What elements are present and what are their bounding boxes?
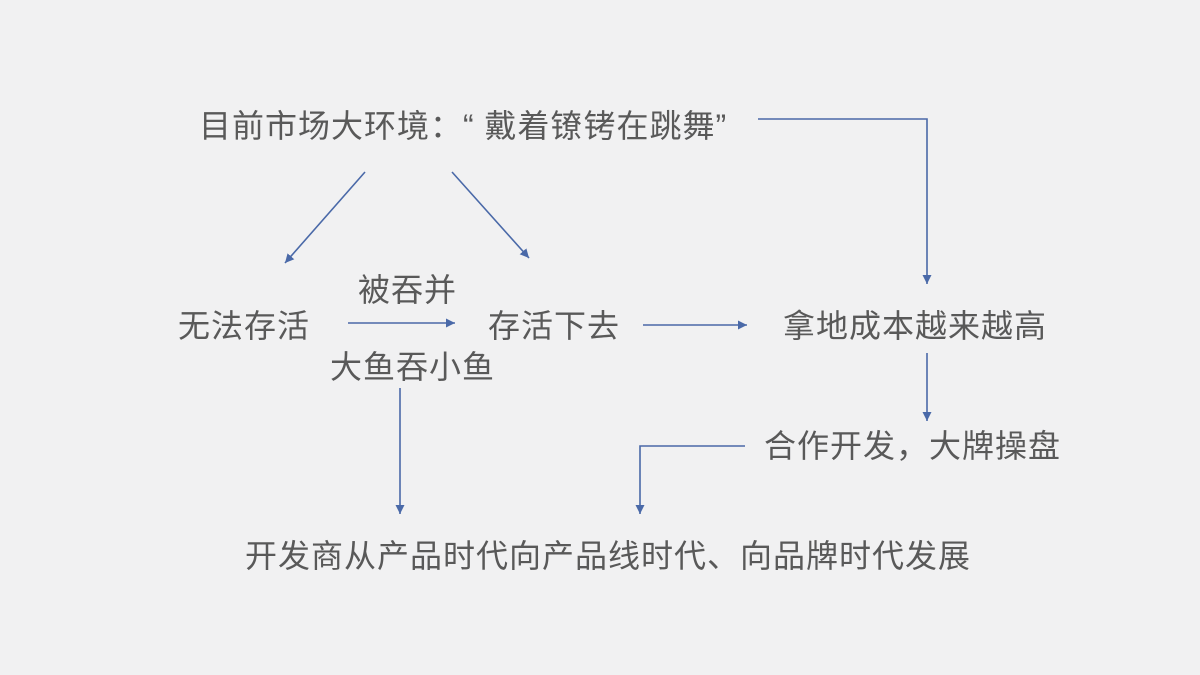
arrow-title-to-cannot-survive <box>284 171 366 264</box>
node-big-fish-eats-small-fish: 大鱼吞小鱼 <box>330 349 496 385</box>
node-conclusion: 开发商从产品时代向产品线时代、向品牌时代发展 <box>245 538 972 574</box>
node-merged: 被吞并 <box>358 272 458 308</box>
node-land-cost: 拿地成本越来越高 <box>783 308 1048 344</box>
node-coop-development: 合作开发，大牌操盘 <box>764 428 1062 464</box>
title-text: 目前市场大环境：“ 戴着镣铐在跳舞” <box>199 108 728 144</box>
node-survive: 存活下去 <box>488 308 621 344</box>
arrow-title-to-survive <box>451 171 530 259</box>
node-cannot-survive: 无法存活 <box>178 308 311 344</box>
arrow-title-to-land-cost <box>758 118 932 284</box>
arrow-coop-to-conclusion <box>635 445 745 514</box>
